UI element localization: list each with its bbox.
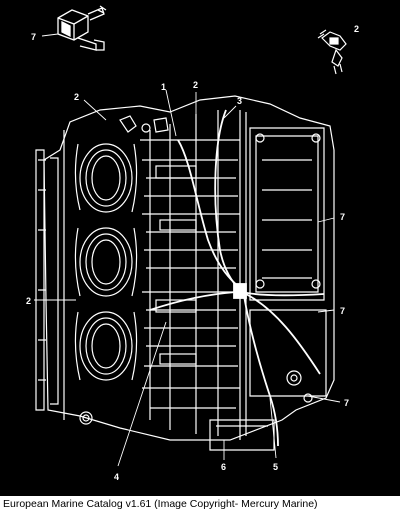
cylinder-bores [74, 143, 138, 381]
bleed-hoses [149, 109, 325, 447]
callout-2-left-top: 2 [74, 92, 79, 102]
image-caption: European Marine Catalog v1.61 (Image Cop… [3, 498, 318, 510]
elbow-detail-part-2 [317, 29, 347, 75]
engine-block [35, 95, 335, 451]
callout-4: 4 [114, 472, 119, 482]
caption-bar: European Marine Catalog v1.61 (Image Cop… [0, 496, 400, 513]
callout-7-right-upper: 7 [340, 212, 345, 222]
callout-1: 1 [161, 82, 166, 92]
block-ribs [79, 110, 240, 436]
leader-lines [34, 33, 341, 467]
callout-3: 3 [237, 96, 242, 106]
callout-7-fitting: 7 [31, 32, 36, 42]
fitting-detail-part-7 [57, 5, 107, 51]
callout-labels: 7 2 2 1 2 3 7 2 7 7 4 6 5 [26, 24, 359, 482]
callout-7-right-low: 7 [344, 398, 349, 408]
callout-2-center: 2 [193, 80, 198, 90]
callout-7-right-mid: 7 [340, 306, 345, 316]
callout-6: 6 [221, 462, 226, 472]
callout-2-elbow: 2 [354, 24, 359, 34]
engine-block-diagram: 7 2 2 1 2 3 7 2 7 7 4 6 5 [26, 5, 359, 482]
callout-2-left-mid: 2 [26, 296, 31, 306]
transfer-cover [209, 110, 327, 451]
callout-5: 5 [273, 462, 278, 472]
